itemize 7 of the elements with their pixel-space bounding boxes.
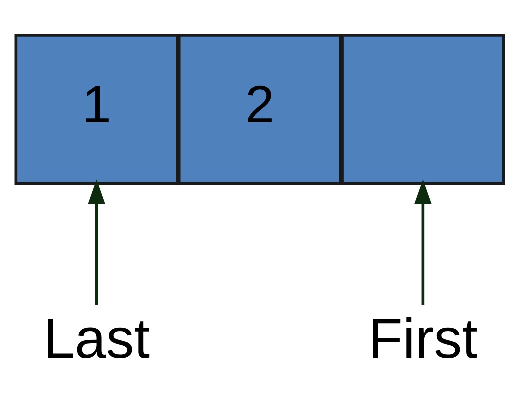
node-text: Last: [44, 306, 150, 370]
arrow: [414, 179, 432, 305]
node-box: [341, 34, 506, 185]
arrow: [88, 179, 106, 305]
node-text: First: [368, 306, 478, 370]
node-box: 1: [14, 34, 179, 185]
node-box: 2: [178, 34, 342, 185]
